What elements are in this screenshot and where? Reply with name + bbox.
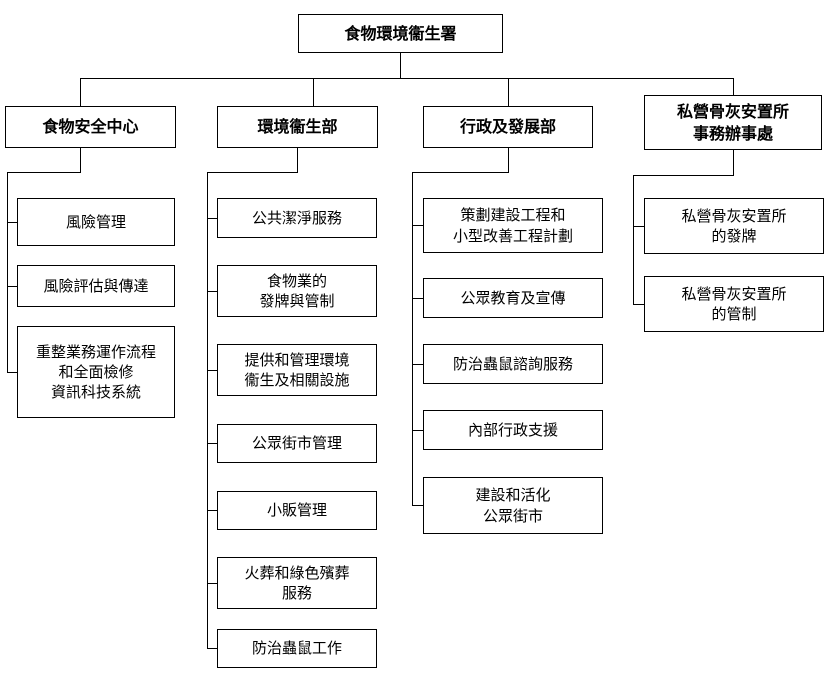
unit-node: 風險管理 [17,198,175,246]
connector-line [633,175,734,176]
connector-line [412,225,423,226]
connector-line [508,78,509,106]
connector-line [7,286,17,287]
connector-line [633,226,644,227]
connector-line [207,172,208,649]
connector-line [207,218,217,219]
connector-line [412,430,423,431]
unit-node: 公眾街市管理 [217,424,377,463]
connector-line [633,175,634,304]
connector-line [207,510,217,511]
unit-node: 公共潔淨服務 [217,198,377,238]
connector-line [412,172,413,506]
unit-node: 公眾教育及宣傳 [423,278,603,318]
division-node-environmental-hygiene: 環境衞生部 [217,106,378,148]
division-node-food-safety: 食物安全中心 [5,106,176,148]
connector-line [7,222,17,223]
connector-line [412,172,509,173]
connector-line [207,583,217,584]
connector-line [412,364,423,365]
connector-line [80,78,734,79]
connector-line [7,172,81,173]
connector-line [80,78,81,106]
connector-line [733,78,734,95]
connector-line [207,370,217,371]
unit-node: 防治蟲鼠諮詢服務 [423,344,603,384]
unit-node: 私營骨灰安置所 的發牌 [644,198,824,254]
connector-line [7,372,17,373]
unit-node: 小販管理 [217,491,377,530]
connector-line [508,148,509,172]
unit-node: 防治蟲鼠工作 [217,629,377,668]
connector-line [297,148,298,172]
unit-node: 私營骨灰安置所 的管制 [644,276,824,332]
connector-line [412,505,423,506]
connector-line [80,148,81,172]
connector-line [207,291,217,292]
unit-node: 策劃建設工程和 小型改善工程計劃 [423,198,603,253]
connector-line [400,53,401,78]
connector-line [207,172,298,173]
unit-node: 重整業務運作流程 和全面檢修 資訊科技系統 [17,326,175,418]
division-node-admin-development: 行政及發展部 [423,106,593,148]
unit-node: 風險評估與傳達 [17,265,175,307]
connector-line [207,648,217,649]
root-node: 食物環境衞生署 [298,14,503,53]
unit-node: 建設和活化 公眾街市 [423,477,603,534]
connector-line [313,78,314,106]
connector-line [412,298,423,299]
connector-line [633,304,644,305]
division-node-columbaria-office: 私營骨灰安置所 事務辦事處 [644,95,822,150]
connector-line [207,443,217,444]
unit-node: 內部行政支援 [423,410,603,450]
unit-node: 火葬和綠色殯葬 服務 [217,557,377,609]
connector-line [733,150,734,175]
unit-node: 食物業的 發牌與管制 [217,265,377,317]
connector-line [7,172,8,372]
unit-node: 提供和管理環境 衞生及相關設施 [217,344,377,396]
